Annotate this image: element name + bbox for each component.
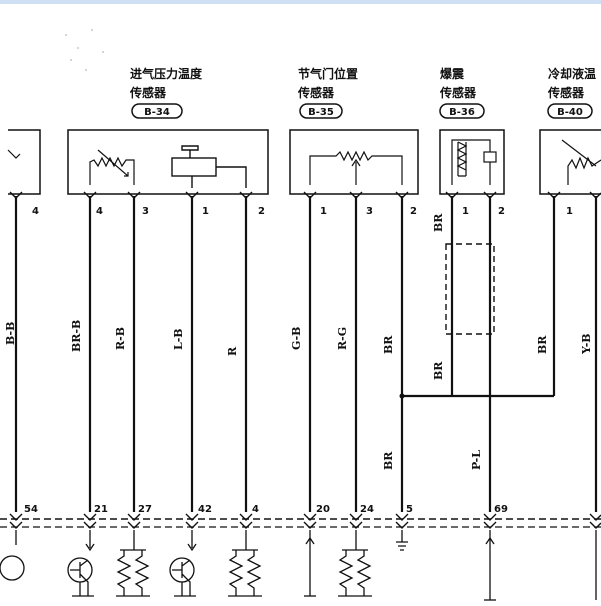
b34-sensor-box — [67, 129, 269, 195]
terminal-b36-1: 69 — [494, 504, 508, 515]
b40-code: B-40 — [557, 107, 583, 118]
left-partial-sensor-box — [8, 129, 41, 195]
ecu-connector-marks — [9, 513, 601, 529]
terminal-b35-1: 20 — [316, 504, 330, 515]
wire-label-b35-1: G-B — [290, 327, 303, 350]
left-partial-pin: 4 — [32, 206, 39, 217]
b36-sensor-box — [439, 129, 505, 195]
wire-label-b35-2: R-G — [336, 327, 349, 350]
terminal-b34-2: 27 — [138, 504, 152, 515]
ecu-connector-boundary — [0, 518, 601, 528]
window-top-bar — [0, 0, 601, 4]
wire-label-b36-3: P-L — [470, 450, 483, 470]
b36-title-line1: 爆震 — [440, 66, 465, 81]
b35-potentiometer — [309, 150, 403, 185]
b34-pin-3: 1 — [202, 206, 209, 217]
scan-noise — [65, 29, 104, 71]
junction-dot — [399, 393, 405, 399]
b40-title-line2: 传感器 — [547, 85, 585, 100]
b34-code: B-34 — [144, 107, 170, 118]
b36-pin-2: 2 — [498, 206, 505, 217]
terminal-left-partial: 54 — [24, 504, 38, 515]
wire-label-b34-3: L-B — [172, 328, 185, 350]
b40-sensor-box — [539, 129, 601, 195]
b36-title-line2: 传感器 — [439, 85, 477, 100]
b40-thermistor — [561, 139, 601, 185]
wire-label-b36-1: BR — [432, 213, 445, 232]
b36-shield-dashed-box — [445, 243, 495, 335]
b35-pin-2: 3 — [366, 206, 373, 217]
wire-label-b35-3: BR — [382, 335, 395, 354]
b34-title-line1: 进气压力温度 — [130, 66, 203, 81]
b35-code-badge — [299, 103, 343, 119]
b35-title: 节气门位置 传感器 B-35 — [297, 66, 358, 119]
b34-pin-1: 4 — [96, 206, 103, 217]
b34-pressure-element — [171, 145, 247, 188]
terminal-b34-1: 21 — [94, 504, 108, 515]
wire-label-shared-br: BR — [382, 451, 395, 470]
b34-title: 进气压力温度 传感器 B-34 — [129, 66, 203, 119]
terminal-b35-3: 5 — [406, 504, 413, 515]
wires — [14, 196, 598, 512]
b35-title-line1: 节气门位置 — [298, 66, 358, 81]
wire-label-b34-1: BR-B — [70, 320, 83, 352]
wire-label-b40-1: BR — [536, 335, 549, 354]
b36-pin-1: 1 — [462, 206, 469, 217]
wire-label-b34-4: R — [226, 346, 239, 356]
b40-title-line1: 冷却液温 — [548, 66, 596, 81]
pin-connector-marks — [9, 191, 601, 199]
wire-label-left-partial: B-B — [4, 322, 17, 345]
b40-pin-1: 1 — [566, 206, 573, 217]
left-partial-resistor — [7, 149, 21, 159]
b36-title: 爆震 传感器 B-36 — [439, 66, 485, 119]
wire-label-b40-2: Y-B — [580, 333, 593, 355]
b36-code-badge — [439, 103, 485, 119]
b34-thermistor — [89, 149, 135, 185]
b40-title: 冷却液温 传感器 B-40 — [547, 66, 596, 119]
b36-knock-element — [451, 139, 497, 185]
terminal-b34-3: 42 — [198, 504, 212, 515]
terminal-b35-2: 24 — [360, 504, 374, 515]
ecu-transistor-left — [0, 555, 25, 581]
b35-code: B-35 — [308, 107, 334, 118]
b36-code: B-36 — [449, 107, 475, 118]
b40-code-badge — [547, 103, 593, 119]
b34-pin-2: 3 — [142, 206, 149, 217]
ecu-internal-circuits — [0, 530, 597, 601]
wire-label-b34-2: R-B — [114, 327, 127, 350]
b34-pin-4: 2 — [258, 206, 265, 217]
b35-title-line2: 传感器 — [297, 85, 335, 100]
b35-pin-3: 2 — [410, 206, 417, 217]
b34-title-line2: 传感器 — [129, 85, 167, 100]
b35-pin-1: 1 — [320, 206, 327, 217]
b34-code-badge — [131, 103, 183, 119]
terminal-b34-4: 4 — [252, 504, 259, 515]
b35-sensor-box — [289, 129, 419, 195]
wire-label-b36-2: BR — [432, 361, 445, 380]
